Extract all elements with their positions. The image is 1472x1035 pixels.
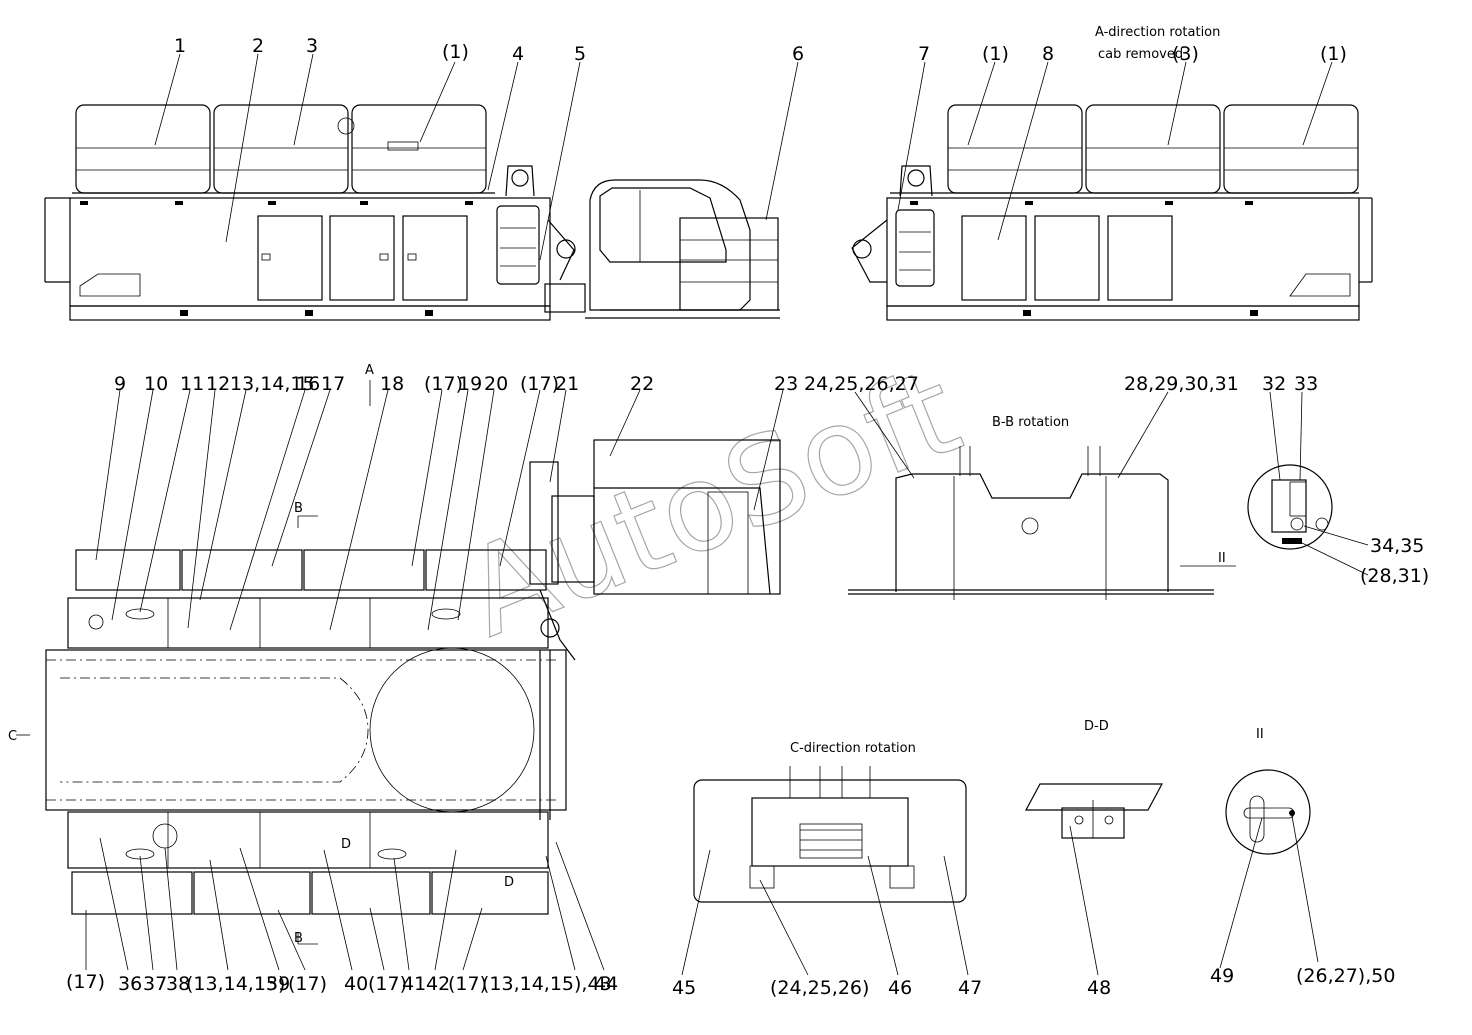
- callout: 16: [296, 373, 320, 395]
- dd-section-view: [1024, 783, 1164, 839]
- callout: (17): [520, 373, 559, 395]
- callout: 42: [426, 973, 450, 995]
- section-a-marker: A: [365, 363, 374, 378]
- a-direction-title: A-direction rotation: [1095, 25, 1220, 40]
- dd-title: D-D: [1084, 719, 1109, 734]
- callout: 9: [114, 373, 126, 395]
- callout: (26,27),50: [1296, 965, 1395, 987]
- callout: 18: [380, 373, 404, 395]
- callout: (13,14,15),43: [482, 973, 612, 995]
- callout: 39: [266, 973, 290, 995]
- leader-lines: [85, 53, 1369, 976]
- callout: 23: [774, 373, 798, 395]
- callout: 17: [321, 373, 345, 395]
- callout: 47: [958, 977, 982, 999]
- callout: 37: [143, 973, 167, 995]
- callout: 32: [1262, 373, 1286, 395]
- side-view-left: [44, 104, 586, 321]
- cab-side-view: [585, 179, 780, 319]
- detail-ii-title: II: [1256, 727, 1264, 742]
- detail-ii-view: [1225, 769, 1311, 855]
- callout: 11: [180, 373, 204, 395]
- callout: (3): [1172, 43, 1199, 65]
- callout: 22: [630, 373, 654, 395]
- callout: 49: [1210, 965, 1234, 987]
- callout: (24,25,26): [770, 977, 869, 999]
- callout: (17): [448, 973, 487, 995]
- c-direction-view: [693, 766, 967, 903]
- plan-view: [16, 380, 781, 945]
- callout: 34,35: [1370, 535, 1424, 557]
- callout: (17): [368, 973, 407, 995]
- callout: (1): [982, 43, 1009, 65]
- callout: (17): [66, 971, 105, 993]
- callout: 24,25,26,27: [804, 373, 919, 395]
- section-d-marker-1: D: [341, 837, 351, 852]
- callout: 10: [144, 373, 168, 395]
- callout: 46: [888, 977, 912, 999]
- callout: (17): [424, 373, 463, 395]
- callout: 1: [174, 35, 186, 57]
- side-view-right: [851, 104, 1373, 321]
- callout: 5: [574, 43, 586, 65]
- callout: (28,31): [1360, 565, 1429, 587]
- callout: 40: [344, 973, 368, 995]
- callout: 2: [252, 35, 264, 57]
- callout: (1): [1320, 43, 1347, 65]
- section-b-top-marker: B: [294, 501, 303, 516]
- section-d-marker-2: D: [504, 875, 514, 890]
- callout: 48: [1087, 977, 1111, 999]
- callout: (13,14,15): [186, 973, 285, 995]
- callout: 36: [118, 973, 142, 995]
- ii-marker: II: [1218, 551, 1226, 566]
- callout: 33: [1294, 373, 1318, 395]
- callout: 6: [792, 43, 804, 65]
- callout: 4: [512, 43, 524, 65]
- callout: (1): [442, 41, 469, 63]
- callout: 38: [166, 973, 190, 995]
- callout: 44: [594, 973, 618, 995]
- callout: 3: [306, 35, 318, 57]
- callout: 20: [484, 373, 508, 395]
- bb-rotation-title: B-B rotation: [992, 415, 1069, 430]
- callout: 21: [555, 373, 579, 395]
- callout: 45: [672, 977, 696, 999]
- callout: 41: [402, 973, 426, 995]
- callout: 28,29,30,31: [1124, 373, 1239, 395]
- bb-section-view: [848, 446, 1236, 600]
- callout: 12: [206, 373, 230, 395]
- detail-circle-32-33: [1247, 464, 1333, 550]
- cab-removed-note: cab removed: [1098, 47, 1183, 62]
- callout: (17): [288, 973, 327, 995]
- callout: 19: [458, 373, 482, 395]
- section-b-bottom-marker: B: [294, 931, 303, 946]
- section-c-marker: C: [8, 729, 17, 744]
- callout: 8: [1042, 43, 1054, 65]
- callout: 7: [918, 43, 930, 65]
- c-direction-title: C-direction rotation: [790, 741, 916, 756]
- callout: 13,14,15: [230, 373, 315, 395]
